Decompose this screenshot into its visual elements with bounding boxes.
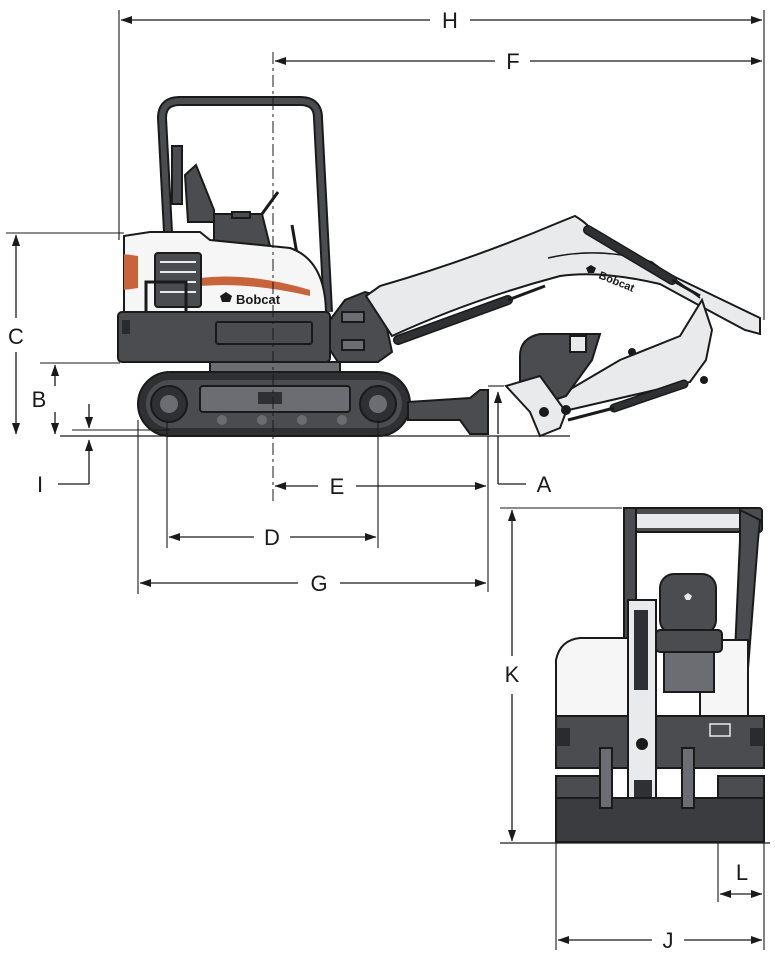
dim-a: A <box>488 385 552 497</box>
dim-label-l: L <box>736 860 748 885</box>
dozer-blade <box>407 389 489 435</box>
dim-label-e: E <box>330 474 345 499</box>
bobcat-logo-side: Bobcat <box>220 292 281 307</box>
dim-b: B <box>32 362 120 435</box>
dim-label-i: I <box>37 472 43 497</box>
svg-text:Bobcat: Bobcat <box>236 292 281 307</box>
track-undercarriage <box>137 371 411 437</box>
rear-boom <box>627 599 657 820</box>
dim-label-a: A <box>537 472 552 497</box>
dim-j: J <box>555 843 763 953</box>
dim-i: I <box>37 404 170 497</box>
rops-canopy <box>157 96 333 313</box>
rear-operator-seat <box>655 573 723 693</box>
dim-e: E <box>274 436 489 592</box>
upper-structure: Bobcat <box>117 231 341 373</box>
dim-c: C <box>6 232 124 435</box>
dim-f: F <box>274 49 763 74</box>
dim-label-c: C <box>8 324 24 349</box>
operator-seat <box>171 145 300 261</box>
rear-upper-structure <box>555 637 765 769</box>
dim-h: H <box>118 8 765 320</box>
bucket-cylinder <box>567 379 689 422</box>
dim-label-g: G <box>310 571 327 596</box>
dim-label-f: F <box>506 49 519 74</box>
dim-label-b: B <box>32 387 47 412</box>
bucket <box>504 333 602 438</box>
dim-label-d: D <box>264 525 280 550</box>
rear-tracks <box>555 747 765 843</box>
dim-label-j: J <box>663 928 674 953</box>
dim-g: G <box>137 420 487 596</box>
boom-cylinder <box>393 284 546 345</box>
dim-k: K <box>500 507 622 842</box>
dim-label-h: H <box>442 8 458 33</box>
dim-l: L <box>717 843 765 950</box>
dim-label-k: K <box>505 662 520 687</box>
rear-view: K L J <box>500 507 770 953</box>
dim-d: D <box>166 420 379 550</box>
arm-cylinder <box>583 225 701 298</box>
